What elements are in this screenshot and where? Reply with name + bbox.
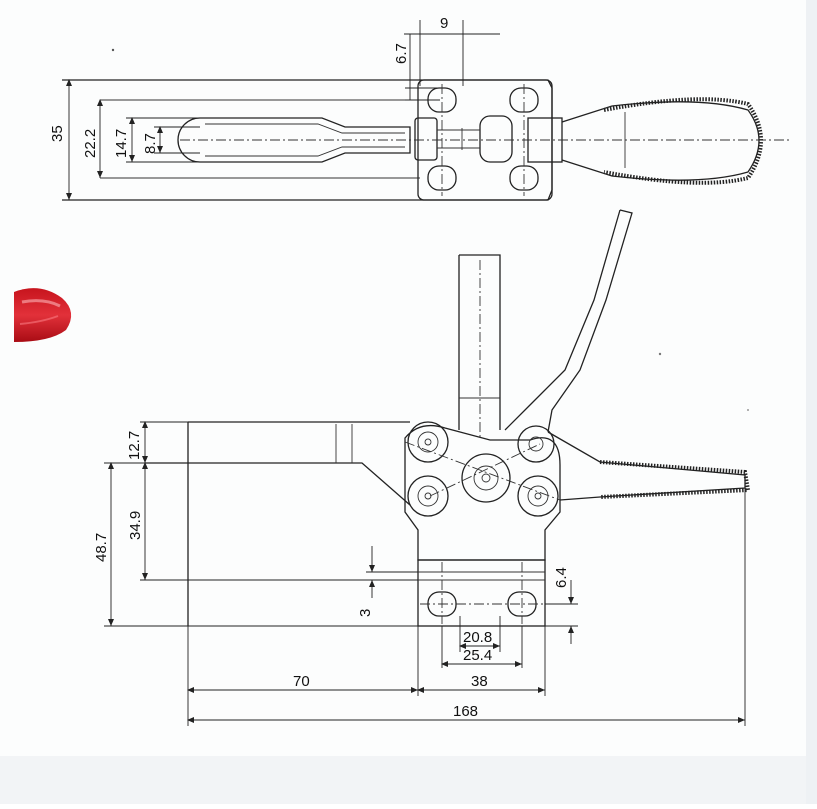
dim-12.7-label: 12.7: [126, 431, 143, 460]
dim-6.7-label: 6.7: [393, 43, 410, 64]
top-handle: [561, 101, 760, 181]
dim-48.7-label: 48.7: [93, 533, 110, 562]
dim-38-label: 38: [471, 673, 488, 690]
dim-14.7-label: 14.7: [113, 129, 130, 158]
right-edge-strip: [806, 0, 817, 804]
dim-22.2-label: 22.2: [82, 129, 99, 158]
dim-35-label: 35: [49, 125, 66, 142]
side-view: [145, 209, 751, 627]
side-raised-handle: [547, 209, 633, 433]
top-view-dimensions: 9 6.7 35 22.2 14.7 8.7: [49, 15, 500, 200]
bottom-band: [0, 756, 817, 804]
side-view-dimensions: 12.7 48.7 34.9 3 6.4 20.8 25.4: [93, 421, 746, 726]
dim-9-label: 9: [440, 15, 448, 32]
dim-8.7-label: 8.7: [142, 133, 159, 154]
dim-168-label: 168: [453, 703, 478, 720]
side-clamp-arm: [145, 421, 411, 626]
dim-6.4-label: 6.4: [553, 567, 570, 588]
dim-34.9-label: 34.9: [127, 511, 144, 540]
dim-25.4-label: 25.4: [463, 647, 492, 664]
side-lowered-handle: [547, 431, 746, 501]
dim-20.8-label: 20.8: [463, 629, 492, 646]
side-base: [417, 559, 546, 627]
fingernail-overlay: [14, 288, 72, 342]
top-view: [62, 79, 790, 201]
dim-70-label: 70: [293, 673, 310, 690]
dim-3-label: 3: [357, 609, 374, 617]
